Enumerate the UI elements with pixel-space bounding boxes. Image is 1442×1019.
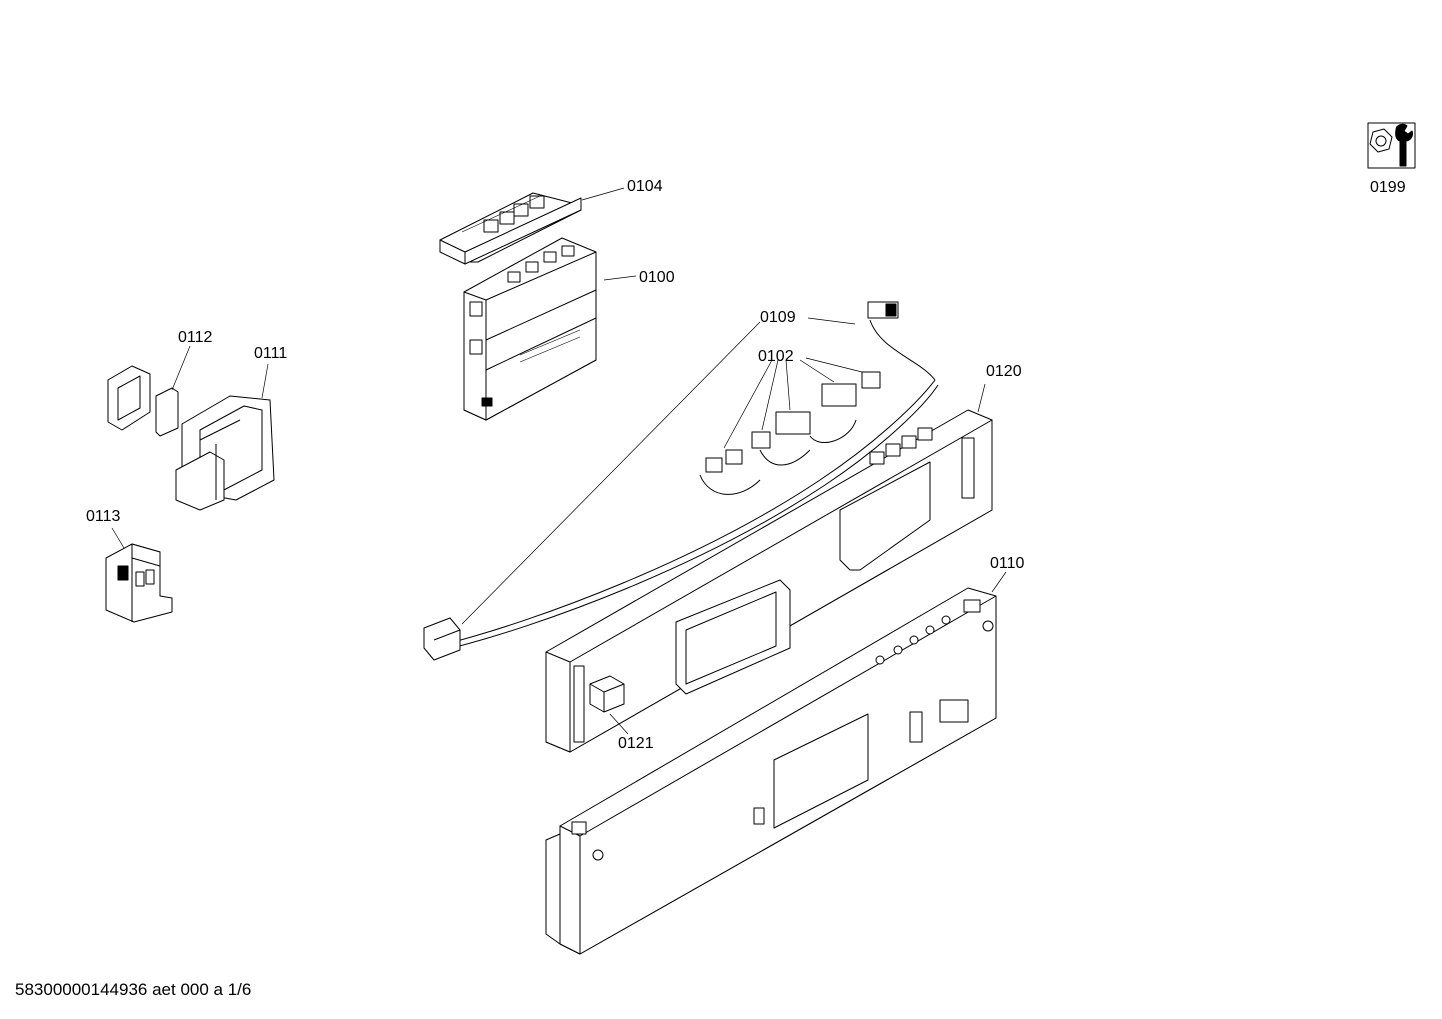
- part-0110-panel-back: [545, 587, 997, 955]
- label-0111: 0111: [254, 345, 287, 362]
- wrench-nut-icon: [1367, 122, 1416, 169]
- label-0102: 0102: [758, 348, 794, 365]
- label-0121: 0121: [618, 735, 654, 752]
- part-0120-panel-frame: [545, 409, 993, 753]
- part-0112-cover: [107, 365, 179, 437]
- label-0113: 0113: [86, 508, 121, 525]
- part-0104-button-strip: [439, 192, 582, 265]
- label-0120: 0120: [986, 363, 1022, 380]
- label-0104: 0104: [627, 178, 663, 195]
- label-0199: 0199: [1370, 179, 1406, 196]
- part-0111-switch-assembly: [175, 395, 275, 511]
- label-0109: 0109: [760, 309, 796, 326]
- label-0110: 0110: [990, 555, 1025, 572]
- part-0102-connectors: [699, 371, 881, 495]
- label-0100: 0100: [639, 269, 675, 286]
- part-0109-cable-harness: [423, 301, 939, 661]
- label-0112: 0112: [178, 329, 213, 346]
- part-0113-mains-connector: [105, 543, 173, 623]
- part-0100-control-module: [463, 237, 597, 421]
- document-footer: 58300000144936 aet 000 a 1/6: [15, 980, 252, 999]
- part-0121-block: [589, 675, 625, 713]
